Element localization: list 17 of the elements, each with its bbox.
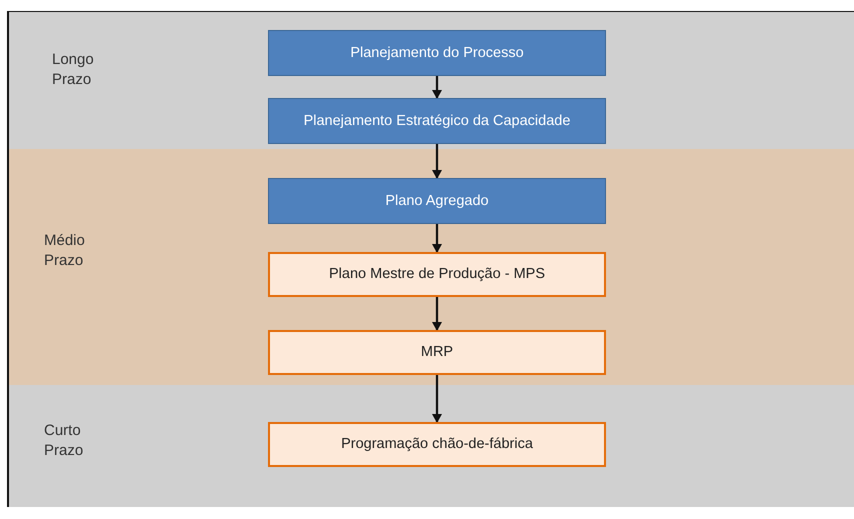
band-label: Curto Prazo	[44, 421, 84, 461]
time-band	[9, 12, 854, 149]
time-band	[9, 385, 854, 507]
band-label: Médio Prazo	[44, 231, 86, 271]
process-box: Plano Mestre de Produção - MPS	[268, 252, 606, 297]
arrow	[432, 76, 442, 99]
process-box: Planejamento Estratégico da Capacidade	[268, 98, 606, 144]
arrow	[432, 297, 442, 331]
process-box: Planejamento do Processo	[268, 30, 606, 76]
process-box: Programação chão-de-fábrica	[268, 422, 606, 467]
process-box: MRP	[268, 330, 606, 375]
process-box: Plano Agregado	[268, 178, 606, 224]
arrow	[432, 224, 442, 253]
time-band	[9, 149, 854, 385]
arrow	[432, 375, 442, 423]
arrow	[432, 144, 442, 179]
band-label: Longo Prazo	[52, 50, 95, 90]
